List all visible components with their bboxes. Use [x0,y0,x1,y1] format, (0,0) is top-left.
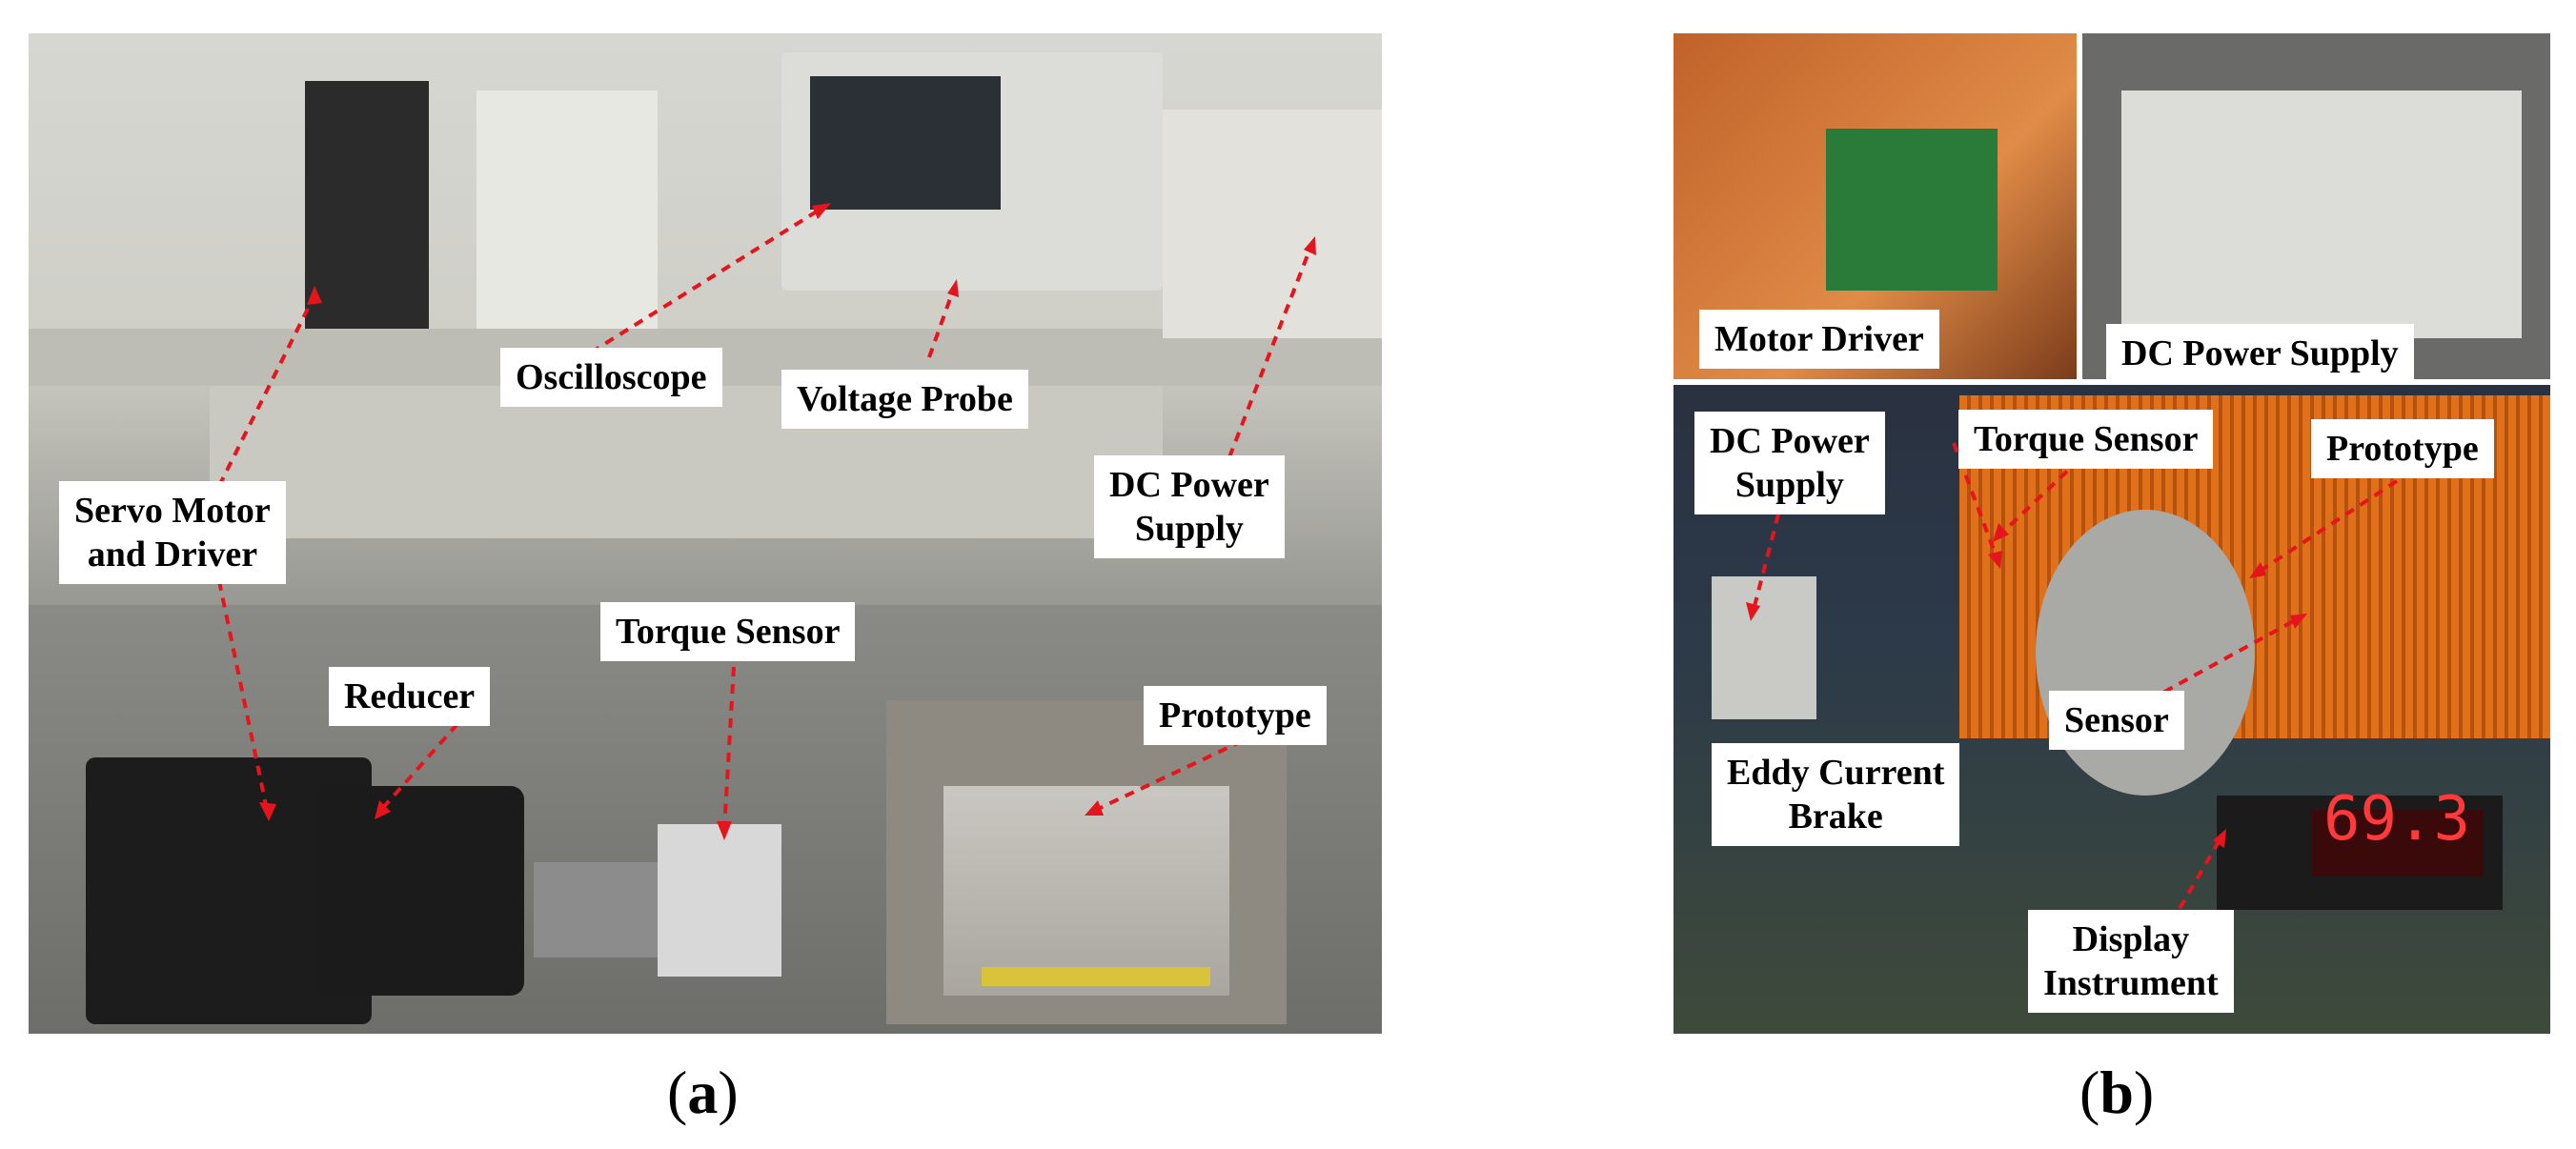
label-torque-sensor-b: Torque Sensor [1958,410,2214,469]
label-dc-power-b-line1: DC Power [1710,421,1870,461]
servo-driver-unit [305,81,429,329]
label-torque-sensor-a-text: Torque Sensor [616,612,841,652]
label-display-instrument: Display Instrument [2028,910,2234,1013]
label-dc-power-supply-top-text: DC Power Supply [2121,333,2399,373]
label-dc-power-supply-a: DC Power Supply [1094,455,1285,558]
oscilloscope-screen [810,76,1001,210]
label-eddy-current-brake: Eddy Current Brake [1712,743,1960,846]
caption-b: (b) [2079,1058,2154,1128]
display-digits-window [2312,810,2484,877]
label-motor-driver: Motor Driver [1699,310,1939,369]
label-eddy-line1: Eddy Current [1727,753,1945,793]
prototype-body [943,786,1229,996]
label-servo-motor-and-driver: Servo Motor and Driver [59,481,286,584]
label-sensor-text: Sensor [2064,700,2169,740]
label-servo-motor-line2: and Driver [87,534,258,574]
label-oscilloscope-text: Oscilloscope [516,357,707,397]
label-eddy-line2: Brake [1788,796,1883,837]
label-dc-power-supply-top: DC Power Supply [2106,324,2414,383]
label-dc-power-supply-b: DC Power Supply [1694,412,1885,514]
label-torque-sensor-a: Torque Sensor [600,602,856,661]
collage-divider-vertical [2077,33,2082,381]
caption-a-letter: a [687,1058,719,1126]
label-oscilloscope: Oscilloscope [500,348,722,407]
label-reducer: Reducer [329,667,491,726]
caption-a-open: ( [667,1058,688,1126]
shaft-coupling [534,862,677,958]
display-reading: 69.3 [2322,784,2471,855]
label-prototype-a-text: Prototype [1159,695,1311,736]
label-prototype-b-text: Prototype [2326,429,2479,469]
label-display-line1: Display [2072,919,2190,959]
label-prototype-b: Prototype [2311,419,2494,478]
label-dc-power-b-line2: Supply [1734,465,1844,505]
caption-a-close: ) [718,1058,739,1126]
label-dc-power-line1: DC Power [1109,465,1269,505]
caption-b-letter: b [2099,1058,2134,1126]
dc-power-supply-chassis [2121,91,2522,338]
label-dc-power-line2: Supply [1134,509,1244,549]
dc-power-supply-unit [1163,110,1382,338]
caption-b-open: ( [2079,1058,2100,1126]
label-torque-sensor-b-text: Torque Sensor [1974,419,2199,459]
reducer-body [314,786,524,996]
yellow-strip [982,967,1210,986]
small-dc-power-supply [1712,576,1816,719]
caption-b-close: ) [2133,1058,2155,1126]
label-voltage-probe: Voltage Probe [781,370,1028,429]
driver-pcb [1826,129,1998,291]
power-analyzer-unit [477,91,658,329]
photo-panel-b [1673,33,2550,1034]
label-motor-driver-text: Motor Driver [1714,319,1924,359]
prototype-machine [2036,510,2255,796]
caption-a: (a) [667,1058,739,1128]
label-sensor: Sensor [2049,691,2184,750]
torque-sensor-body [658,824,781,977]
label-reducer-text: Reducer [344,676,476,716]
label-voltage-probe-text: Voltage Probe [797,379,1013,419]
label-display-line2: Instrument [2043,963,2219,1003]
label-prototype-a: Prototype [1144,686,1327,745]
label-servo-motor-line1: Servo Motor [74,491,271,531]
